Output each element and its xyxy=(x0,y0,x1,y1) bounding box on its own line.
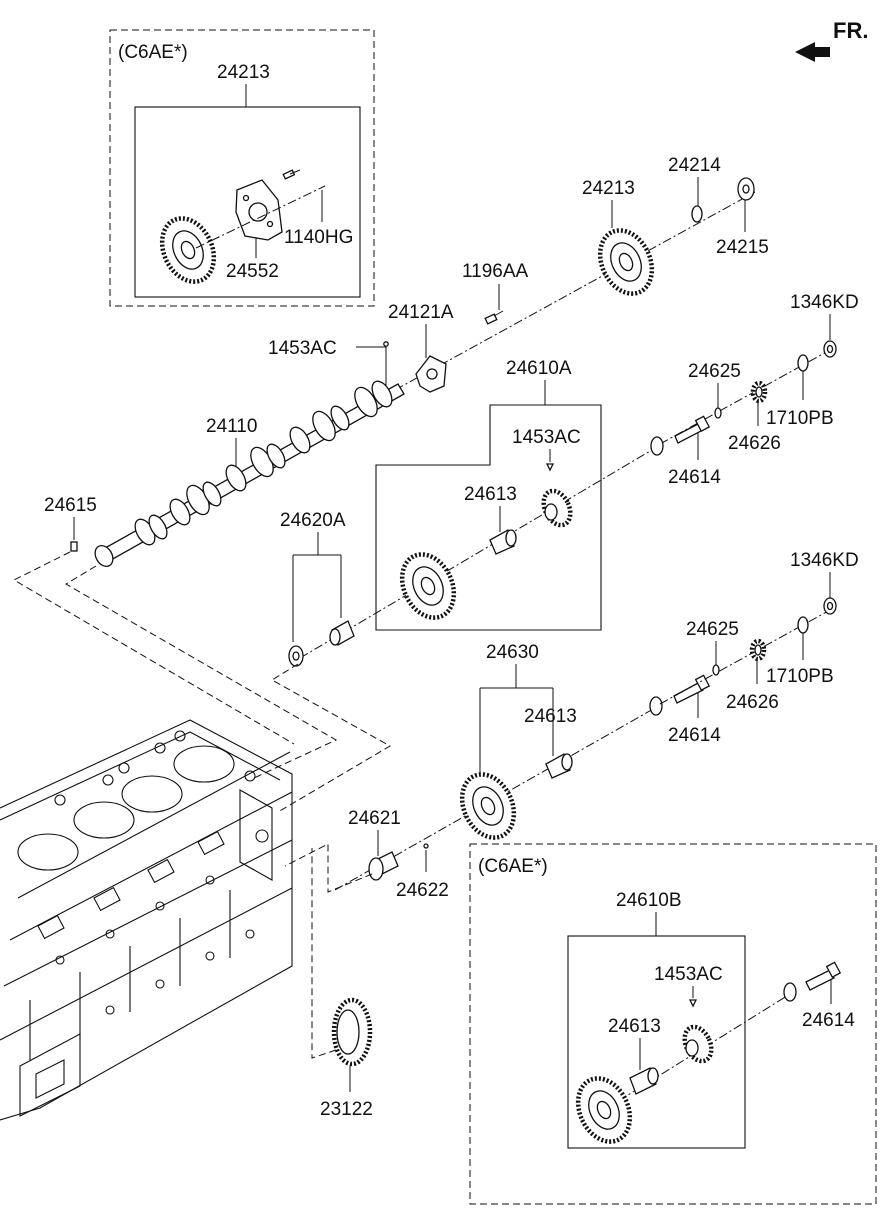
bushing-24613-icon xyxy=(489,529,517,555)
variant-box-top-inner-frame xyxy=(134,106,361,298)
washer-24214-icon xyxy=(691,205,703,223)
nut-1346KD-mid-icon xyxy=(823,597,837,615)
key-1453AC-variant-icon xyxy=(688,999,698,1008)
label-24613-idler: 24613 xyxy=(464,484,517,505)
variant-box-top-axis xyxy=(195,185,326,249)
label-24110: 24110 xyxy=(206,416,257,437)
idler-shaft-24614-mid-icon xyxy=(673,674,711,704)
label-24620A: 24620A xyxy=(280,510,346,531)
crankshaft-gear-23122-icon xyxy=(331,997,373,1067)
label-1140HG: 1140HG xyxy=(284,227,353,248)
bushing-24620A-icon xyxy=(329,620,355,646)
label-24213-main: 24213 xyxy=(582,178,635,199)
variant-box-bottom-inner-frame xyxy=(567,935,746,1149)
label-24613-variant: 24613 xyxy=(608,1016,661,1037)
bearing-24626-mid-icon xyxy=(749,638,767,662)
engine-block-icon xyxy=(0,719,293,1121)
label-1710PB-mid: 1710PB xyxy=(766,666,834,687)
label-24215: 24215 xyxy=(716,237,769,258)
label-24630: 24630 xyxy=(486,642,539,663)
front-direction-indicator: FR. xyxy=(795,18,868,62)
pin-24615-icon xyxy=(70,541,78,552)
camshaft-gear-icon xyxy=(597,228,655,296)
label-24622: 24622 xyxy=(396,880,449,901)
variant-box-bottom-assembly-label: 24610B xyxy=(616,890,682,911)
key-1453AC-cam-icon xyxy=(383,341,389,347)
label-24613-mid: 24613 xyxy=(524,706,577,727)
label-1710PB-upper: 1710PB xyxy=(766,408,834,429)
label-24214: 24214 xyxy=(668,155,721,176)
leader-24630 xyxy=(479,664,554,778)
washer-lower-icon xyxy=(649,696,663,716)
variant-box-top-border xyxy=(109,29,375,307)
snapring-1710PB-mid-icon xyxy=(797,616,809,634)
leader-24620A xyxy=(292,532,342,642)
idler-gear-variant-icon xyxy=(575,1076,633,1144)
small-gear-24610A-icon xyxy=(541,488,573,528)
camshaft-gear-axis xyxy=(394,191,756,391)
label-24610A: 24610A xyxy=(506,358,572,379)
bushing-24613-mid-icon xyxy=(545,753,573,779)
pin-24622-icon xyxy=(423,843,429,849)
label-24626-mid: 24626 xyxy=(726,692,779,713)
variant-box-bottom-border xyxy=(469,843,877,1205)
cam-gear-variant-icon xyxy=(159,216,217,284)
label-1453AC-cam: 1453AC xyxy=(268,338,337,359)
label-1346KD-mid: 1346KD xyxy=(790,550,859,571)
idler-gear-axis-upper xyxy=(299,443,663,659)
camshaft-24110-icon xyxy=(94,380,405,567)
key-1453AC-idler-icon xyxy=(545,463,555,472)
small-gear-variant-icon xyxy=(682,1024,714,1064)
bearing-24626-upper-icon xyxy=(750,380,768,404)
variant-box-bottom-label: (C6AE*) xyxy=(478,856,548,877)
label-24625-upper: 24625 xyxy=(688,361,741,382)
label-24121A: 24121A xyxy=(388,302,454,323)
nut-24215-icon xyxy=(737,177,755,201)
washer-variant-icon xyxy=(783,982,797,1002)
variant-box-top-label: (C6AE*) xyxy=(118,42,188,63)
idler-box-24610A-frame xyxy=(375,404,602,631)
label-24614-upper: 24614 xyxy=(668,467,721,488)
label-24614-variant: 24614 xyxy=(802,1010,855,1031)
label-24626-upper: 24626 xyxy=(728,433,781,454)
label-24625-mid: 24625 xyxy=(686,619,739,640)
snapring-1710PB-upper-icon xyxy=(797,354,809,372)
nut-1346KD-upper-icon xyxy=(823,340,837,358)
washer-24620A-icon xyxy=(288,645,304,667)
assembly-guide-lines xyxy=(12,551,392,1059)
label-24552: 24552 xyxy=(226,261,279,282)
bolt-1196AA-icon xyxy=(484,310,504,325)
label-24614-mid: 24614 xyxy=(668,725,721,746)
washer-upper-icon xyxy=(650,436,664,456)
label-1453AC-idler: 1453AC xyxy=(512,427,581,448)
label-1346KD-upper: 1346KD xyxy=(790,292,859,313)
idler-shaft-24614-upper-icon xyxy=(674,415,711,444)
thrust-plate-24121A-icon xyxy=(415,355,447,393)
variant-box-top: (C6AE*) 24213 1140HG 24552 xyxy=(109,29,375,307)
variant-box-bottom: (C6AE*) 24610B 24613 1453AC 24614 xyxy=(469,843,877,1205)
bolt-variant-icon xyxy=(282,169,301,180)
bushing-variant-icon xyxy=(629,1067,659,1095)
label-1453AC-variant: 1453AC xyxy=(654,964,723,985)
label-23122: 23122 xyxy=(320,1099,373,1120)
idler-shaft-variant-icon xyxy=(805,961,842,991)
oring-24625-mid-icon xyxy=(712,664,720,676)
front-label: FR. xyxy=(833,18,868,43)
label-24615: 24615 xyxy=(44,495,97,516)
variant-box-top-assembly-label: 24213 xyxy=(217,62,270,83)
label-24621: 24621 xyxy=(348,808,401,829)
idler-gear-24610A-icon xyxy=(399,552,457,620)
label-1196AA: 1196AA xyxy=(462,261,529,282)
idler-gear-24630-icon xyxy=(459,772,517,840)
oring-24625-upper-icon xyxy=(714,407,722,419)
front-arrow-icon xyxy=(795,42,830,62)
shaft-24621-icon xyxy=(368,851,399,881)
